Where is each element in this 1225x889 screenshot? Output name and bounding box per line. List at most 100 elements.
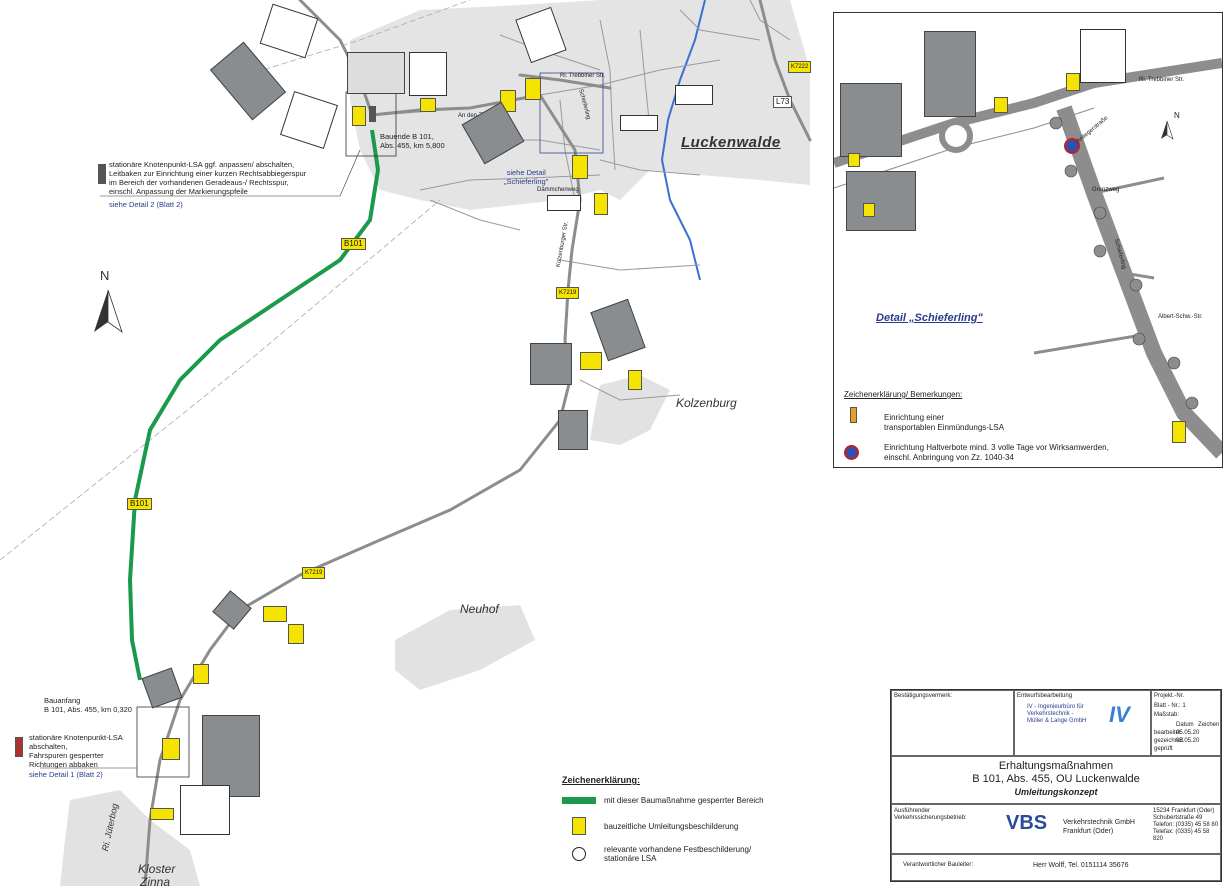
bauanfang-line: Bauanfang	[44, 696, 81, 705]
kloster-zinna-area	[60, 790, 200, 886]
diversion-sign-icon	[572, 817, 586, 835]
detail-2-link[interactable]: siehe Detail 2 (Blatt 2)	[109, 200, 183, 209]
lsa-top-line: im Bereich der vorhandenen Geradeaus-/ R…	[109, 178, 289, 187]
bauanfang-line: B 101, Abs. 455, km 0,320	[44, 705, 132, 714]
sign-arrow-icon	[675, 85, 713, 105]
tb-heading-cell	[891, 756, 1221, 804]
tb-address-line: Telefax: (0335) 45 58 820	[1153, 829, 1210, 842]
tb-manager: Herr Wolff, Tel. 0151114 35676	[1033, 862, 1129, 869]
bauende-note: Bauende B 101, Abs. 455, km 5,800	[380, 132, 445, 150]
lsa-bottom-line: Fahrspuren gesperrter	[29, 751, 104, 760]
bauende-line: Bauende B 101,	[380, 132, 434, 141]
schieferling-box	[539, 72, 604, 154]
lsa-top-line: stationäre Knotenpunkt-LSA ggf. anpassen…	[109, 160, 295, 169]
no-stopping-icon	[844, 445, 859, 460]
sign-warning-triangle-icon	[409, 52, 447, 96]
diversion-sign-icon	[848, 153, 860, 167]
halt-markers	[1049, 116, 1199, 410]
kolzenburg-area	[590, 375, 670, 445]
diversion-sign-icon	[150, 808, 174, 820]
street-dammchenweg: Dämmchenweg	[537, 187, 579, 193]
leader-line-top	[100, 149, 361, 197]
diversion-sign-icon	[193, 664, 209, 684]
tb-contractor-line: Ausführender	[894, 808, 931, 814]
tb-contractor-cell	[891, 804, 1221, 854]
tb-design-line: Verkehrstechnik -	[1027, 711, 1074, 717]
tb-contractor-name-line: Verkehrstechnik GmbH	[1063, 819, 1135, 826]
road-label-b101: B101	[127, 498, 152, 510]
detail-1-link[interactable]: siehe Detail 1 (Blatt 2)	[29, 770, 103, 779]
sign-roundabout-icon	[846, 171, 916, 231]
tb-manager-cell	[891, 854, 1221, 881]
diversion-sign-icon	[572, 155, 588, 179]
place-neuhof: Neuhof	[460, 602, 499, 616]
detail-legend-item-1: Einrichtung einer transportablen Einmünd…	[884, 413, 1004, 433]
lsa-bottom-line: abschalten,	[29, 742, 68, 751]
traffic-light-icon	[15, 737, 23, 757]
tb-contractor-line: Verkehrssicherungsbetrieb:	[894, 815, 967, 821]
sign-arrow-icon	[620, 115, 658, 131]
lsa-top-note: stationäre Knotenpunkt-LSA ggf. anpassen…	[109, 160, 306, 196]
neuhof-area	[395, 605, 535, 690]
bauende-line: Abs. 455, km 5,800	[380, 141, 445, 150]
traffic-light-icon	[98, 164, 106, 184]
diversion-sign-icon	[525, 78, 541, 100]
tb-approval-cell	[891, 690, 1014, 756]
tb-approval-label: Bestätigungsvermerk:	[894, 693, 953, 699]
tb-design-line: IV - Ingenieurbüro für	[1027, 704, 1084, 710]
detail-road-trebbiner: Ri. Trebbiner Str.	[1139, 77, 1185, 83]
lsa-bottom-line: Richtungen abbaken	[29, 760, 98, 769]
tb-manager-label: Verantwortlicher Bauleiter:	[903, 862, 974, 868]
diversion-sign-icon	[863, 203, 875, 217]
north-arrow	[1161, 120, 1174, 140]
tb-address-line: Schubertstraße 49	[1153, 815, 1203, 821]
tb-contractor-address: 15234 Frankfurt (Oder) Schubertstraße 49…	[1153, 808, 1221, 843]
tb-edited-label: bearbeitet	[1154, 730, 1181, 736]
detail-legend-line: Einrichtung Haltverbote mind. 3 volle Ta…	[884, 443, 1109, 452]
legend-title: Zeichenerklärung:	[562, 775, 641, 785]
road-label-b101: B101	[341, 238, 366, 250]
detail-legend-line: Einrichtung einer	[884, 413, 945, 422]
tb-sheet-label: Blatt - Nr.: 1	[1154, 703, 1186, 709]
detail-schieferling-panel: Ri. Trebbiner Str. Grenzweg Schieferling…	[833, 12, 1223, 468]
schieferling-link-line: „Schieferling"	[504, 177, 549, 186]
schieferling-link-line: siehe Detail	[506, 168, 546, 177]
street-trebbiner: Ri. Trebbiner Str.	[560, 73, 606, 79]
tb-design-line: Müller & Lange GmbH	[1027, 718, 1087, 724]
diversion-sign-icon	[288, 624, 304, 644]
lsa-top-line: einschl. Anpassung der Markierungspfeile	[109, 187, 248, 196]
diversion-sign-icon	[352, 106, 366, 126]
lsa-bottom-line: stationäre Knotenpunkt-LSA	[29, 733, 123, 742]
detail-title: Detail „Schieferling"	[876, 312, 983, 324]
road-label-l73: L73	[773, 96, 793, 108]
tb-drawn-date: 05.05.20	[1176, 738, 1200, 744]
road-label-k7219: K7219	[302, 567, 326, 579]
detail-road-albert: Albert-Schw.-Str.	[1158, 314, 1203, 320]
diversion-sign-icon	[580, 352, 602, 370]
tb-contractor-name-line: Frankfurt (Oder)	[1063, 828, 1114, 835]
sign-diversion-icon	[1080, 29, 1126, 83]
portable-traffic-light-icon	[850, 407, 857, 423]
detail-roundabout	[939, 119, 973, 153]
tb-design-cell	[1014, 690, 1151, 756]
detail-road-schieferling	[1056, 105, 1222, 459]
sign-arrow-icon	[547, 195, 581, 211]
sign-roundabout-icon	[924, 31, 976, 117]
tb-scale-label: Maßstab:	[1154, 712, 1180, 718]
place-kloster: Kloster	[138, 862, 176, 876]
road-label-k7219: K7219	[556, 287, 580, 299]
detail-1-box	[136, 706, 190, 778]
sign-roundabout-icon	[840, 83, 902, 157]
road-label-k7222: K7222	[788, 61, 812, 73]
detail-legend-item-2: Einrichtung Haltverbote mind. 3 volle Ta…	[884, 443, 1109, 463]
boundary-line	[0, 199, 441, 561]
tb-design-office: IV - Ingenieurbüro für Verkehrstechnik -…	[1027, 704, 1086, 725]
speed-sign-icon	[572, 847, 586, 861]
tb-date-header: Datum	[1176, 722, 1194, 728]
closed-area-swatch	[562, 797, 596, 804]
legend-item-closed: mit dieser Baumaßnahme gesperrter Bereic…	[604, 796, 764, 805]
north-label: N	[100, 268, 110, 283]
schieferling-link[interactable]: siehe Detail „Schieferling"	[504, 168, 548, 186]
tb-heading-subtitle: Umleitungskonzept	[1014, 787, 1098, 797]
luckenwalde-area	[350, 0, 810, 210]
